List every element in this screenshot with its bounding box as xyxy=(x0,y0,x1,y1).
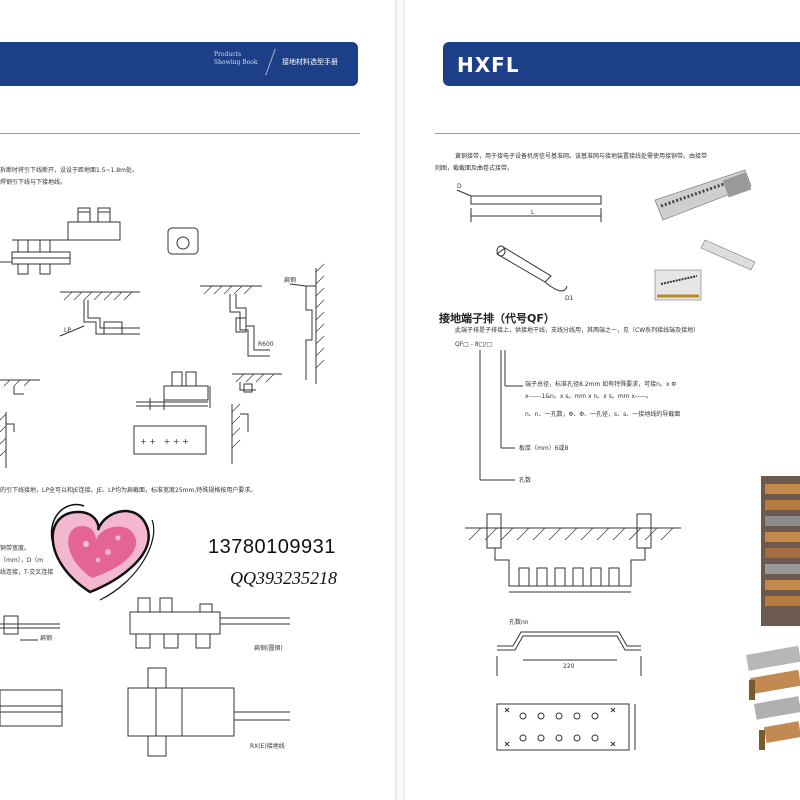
left-catalog-page: Products Showing Book 接地材料选型手册 拆断时将引下线断开… xyxy=(0,0,396,800)
braided-strip-photo xyxy=(654,169,756,301)
ceiling-section-1 xyxy=(59,291,140,337)
qf-callout-lines xyxy=(479,350,523,481)
right-wall-section-2 xyxy=(231,403,249,464)
ceiling-section-2 xyxy=(200,285,270,357)
header-small-title: Products Showing Book xyxy=(214,51,258,66)
left-rule xyxy=(0,133,360,134)
side-label-2: （mm），D（m xyxy=(0,557,44,564)
hole-plate-drawing xyxy=(496,703,636,751)
busbar-photo xyxy=(746,476,800,750)
callout-5: 孔数 xyxy=(519,477,532,484)
svg-text:D1: D1 xyxy=(565,295,574,302)
watermark-phone: 13780109931 xyxy=(208,536,336,558)
label-rx: RX(E)接地线 xyxy=(250,743,285,750)
svg-text:+ + + + +: + + + + + xyxy=(140,437,189,446)
bottom-clamp-drawing xyxy=(0,597,290,649)
hole-label: 孔数nn xyxy=(509,619,529,626)
left-technical-drawings: + + + + + xyxy=(0,207,325,757)
callout-3: n、n、一孔数，Φ、Φ、一孔径，s、s、一接地线的导截面 xyxy=(525,411,681,418)
text-line-1: 拆断时将引下线断开，设设于距地面1.5~1.8m处。 xyxy=(0,167,138,174)
plate-drawing: + + + + + xyxy=(133,425,207,455)
lug-drawing xyxy=(167,227,199,255)
side-label-1: 铜带宽度。 xyxy=(0,545,31,552)
label-flat-steel: 扁钢 xyxy=(40,635,53,642)
u-bar-profile xyxy=(496,631,642,676)
section-desc: 此端子排是子排接上，供接地干线，支线分线用，其两端之一，见（CW系列接线端及接地… xyxy=(455,327,700,334)
text-line-2: 焊钢引下线与下接地线。 xyxy=(0,179,67,186)
svg-text:L: L xyxy=(531,209,535,216)
busbar-mount-drawing xyxy=(465,513,681,593)
callout-4: 板厚（mm）6或8 xyxy=(519,445,569,452)
corner-section xyxy=(232,373,282,393)
heart-watermark xyxy=(50,503,155,601)
header-title: 接地材料选型手册 xyxy=(282,58,338,66)
left-wall-section xyxy=(0,412,15,468)
callout-2: x------1&n。x s。mm x n。x s。mm x-----。 xyxy=(525,393,652,400)
right-catalog-page: HXFL 黄铜接带，用于接电子设备机房信号基准网。该基准网与接地装置接线处需使用… xyxy=(405,0,800,800)
bracket-section xyxy=(0,379,40,395)
intro-line-1: 黄铜接带，用于接电子设备机房信号基准网。该基准网与接地装置接线处需使用接铜带。由… xyxy=(455,153,708,160)
bottom-frame-drawing xyxy=(0,689,63,727)
side-label-3: 线连接，T-交叉连接 xyxy=(0,569,54,576)
clamp-drawing xyxy=(0,207,121,275)
svg-text:D: D xyxy=(457,183,462,190)
label-r600: R600 xyxy=(258,341,274,348)
bottom-right-frame xyxy=(127,667,290,757)
left-header-band: Products Showing Book 接地材料选型手册 xyxy=(0,42,358,86)
label-wall: 扁钢 xyxy=(284,277,297,284)
intro-line-2: 则图，截截面及曲卷式接带。 xyxy=(435,165,514,172)
section-title: 接地端子排（代号QF） xyxy=(439,312,555,325)
right-header-band: HXFL xyxy=(443,42,800,86)
dimension-label: 220 xyxy=(563,663,575,670)
callout-1: 端子总径，标准孔径8.2mm 如有特殊要求，可接n。x Φ xyxy=(525,381,677,388)
qf-code: QF□ - 8□/□ xyxy=(455,341,492,348)
book-gutter xyxy=(395,0,405,800)
label-round-steel: 扁钢(圆钢) xyxy=(254,645,283,652)
middle-clamp-drawing xyxy=(136,371,211,410)
label-lp: LP xyxy=(64,327,71,334)
lower-text: 的引下线接地，LP全可以和JE连接。JE、LP均为扁截面，标准宽度25mm,特殊… xyxy=(0,487,257,494)
wall-section xyxy=(289,263,325,384)
right-technical-drawings: L D D1 xyxy=(456,169,800,751)
watermark-qq: QQ393235218 xyxy=(230,568,337,588)
copper-strip-drawing: L D xyxy=(456,183,602,222)
right-rule xyxy=(435,133,800,134)
hxfl-logo: HXFL xyxy=(457,53,520,77)
copper-roll-drawing: D1 xyxy=(496,245,574,302)
